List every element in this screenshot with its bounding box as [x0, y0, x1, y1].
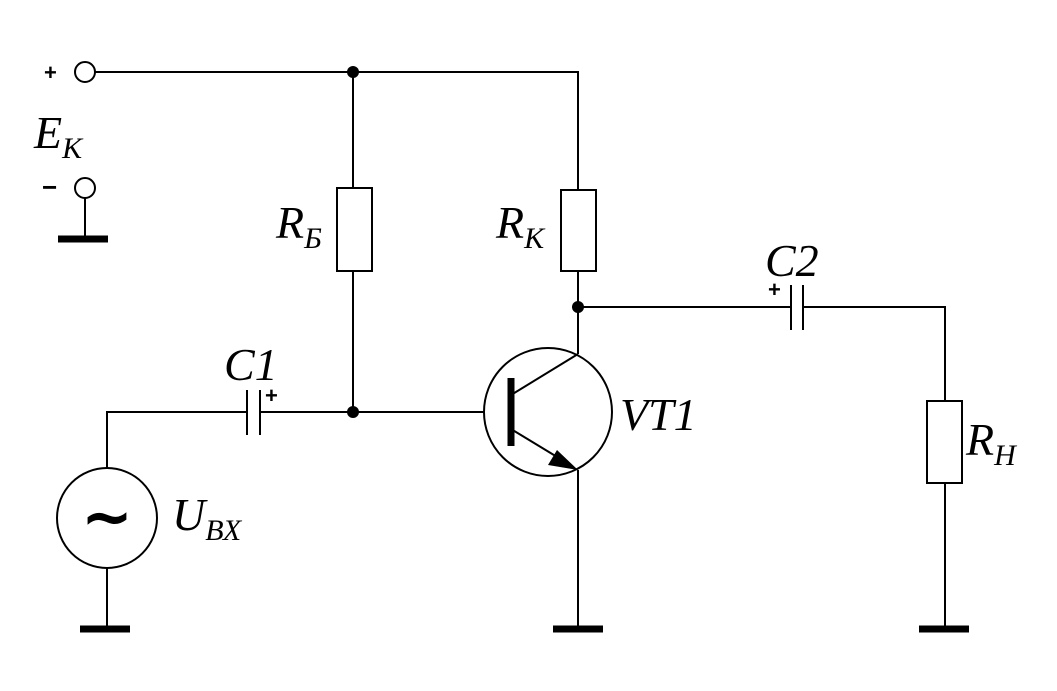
supply-positive-terminal [74, 61, 96, 83]
output-wire-right [803, 306, 946, 401]
input-wire-left [106, 411, 247, 468]
supply-terminals: + − EK [33, 60, 108, 243]
input-source-label: UВХ [172, 489, 243, 547]
transistor-emitter-arrow [548, 450, 578, 470]
load-resistor [926, 400, 963, 484]
top-rail-wire [95, 71, 579, 190]
base-resistor-label: RБ [275, 197, 322, 255]
transistor-label: VT1 [620, 389, 697, 440]
input-source-symbol: ~ [81, 480, 133, 553]
output-capacitor-polarity: + [768, 277, 781, 302]
transistor-collector-lead [510, 353, 579, 396]
load-resistor-label: RН [965, 414, 1018, 472]
base-junction [347, 406, 359, 418]
supply-plus-sign: + [44, 60, 57, 85]
supply-minus-sign: − [42, 172, 57, 202]
transistor-envelope [483, 347, 613, 477]
collector-resistor-label: RК [495, 197, 546, 255]
input-capacitor-label: C1 [224, 339, 278, 390]
transistor: VT1 [483, 347, 697, 633]
collector-resistor [560, 189, 597, 272]
supply-negative-terminal [74, 177, 96, 199]
output-capacitor-label: C2 [765, 235, 819, 286]
base-resistor [336, 187, 373, 272]
supply-label: EK [33, 107, 84, 165]
input-capacitor-polarity: + [265, 383, 278, 408]
